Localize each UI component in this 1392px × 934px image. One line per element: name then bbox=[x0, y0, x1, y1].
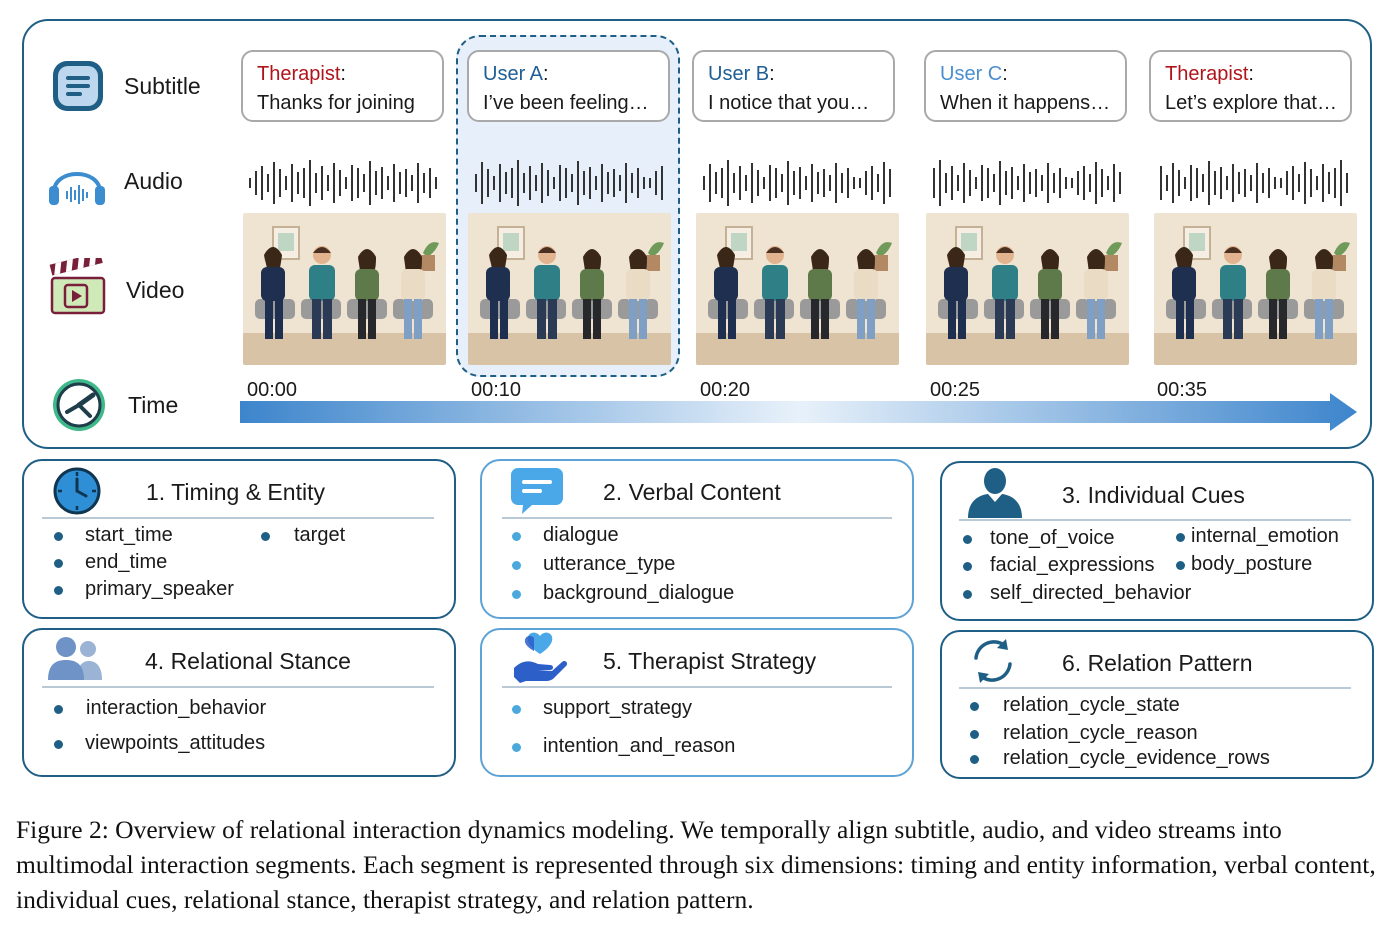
dimension-card-therapist-strategy bbox=[480, 628, 914, 777]
card-title: 2. Verbal Content bbox=[603, 479, 781, 505]
field-item: relation_cycle_reason bbox=[970, 722, 1198, 745]
chat-bubble-icon bbox=[510, 466, 564, 516]
headphones-icon bbox=[46, 158, 108, 208]
field-item: interaction_behavior bbox=[54, 697, 266, 720]
field-item: support_strategy bbox=[512, 697, 692, 720]
subtitle-icon bbox=[50, 58, 106, 114]
field-item: background_dialogue bbox=[512, 582, 734, 605]
colon: : bbox=[543, 63, 549, 85]
card-divider bbox=[959, 519, 1351, 521]
timestamp: 00:35 bbox=[1157, 379, 1208, 401]
subtitle-box: Therapist: Let’s explore that… bbox=[1149, 50, 1352, 122]
subtitle-box: User A: I’ve been feeling… bbox=[467, 50, 670, 122]
card-divider bbox=[502, 517, 892, 519]
field-item: dialogue bbox=[512, 524, 619, 547]
waveform-icon bbox=[475, 160, 663, 206]
person-icon bbox=[966, 466, 1024, 518]
speaker-name: Therapist bbox=[1165, 63, 1249, 85]
field-item: utterance_type bbox=[512, 553, 675, 576]
card-divider bbox=[502, 686, 892, 688]
card-title: 6. Relation Pattern bbox=[1062, 650, 1253, 676]
card-divider bbox=[959, 687, 1351, 689]
timestamp: 00:25 bbox=[930, 379, 981, 401]
clock-icon bbox=[50, 376, 108, 434]
waveform-icon bbox=[703, 160, 891, 206]
row-label-subtitle: Subtitle bbox=[124, 73, 201, 99]
timestamp: 00:10 bbox=[471, 379, 522, 401]
field-item: relation_cycle_state bbox=[970, 694, 1180, 717]
field-item: relation_cycle_evidence_rows bbox=[970, 747, 1270, 770]
dimension-card-verbal-content bbox=[480, 459, 914, 619]
subtitle-text: I’ve been feeling… bbox=[483, 92, 649, 114]
field-item: facial_expressions bbox=[963, 554, 1155, 577]
people-icon bbox=[44, 634, 104, 682]
waveform-icon bbox=[1160, 160, 1348, 206]
field-item: tone_of_voice bbox=[963, 527, 1115, 550]
colon: : bbox=[1248, 63, 1254, 85]
video-frame bbox=[926, 213, 1129, 365]
speaker-name: Therapist bbox=[257, 63, 341, 85]
alarm-clock-icon bbox=[52, 466, 102, 516]
subtitle-box: User B: I notice that you… bbox=[692, 50, 895, 122]
speaker-name: User A bbox=[483, 63, 544, 85]
field-item: body_posture bbox=[1176, 553, 1312, 576]
card-title: 5. Therapist Strategy bbox=[603, 648, 817, 674]
subtitle-box: Therapist: Thanks for joining bbox=[241, 50, 444, 122]
field-item: internal_emotion bbox=[1176, 525, 1339, 548]
time-arrow bbox=[240, 393, 1357, 431]
waveform-icon bbox=[933, 160, 1121, 206]
cycle-arrows-icon bbox=[968, 636, 1018, 686]
timestamp: 00:20 bbox=[700, 379, 751, 401]
field-item: target bbox=[261, 524, 345, 547]
subtitle-box: User C: When it happens… bbox=[924, 50, 1127, 122]
row-label-time: Time bbox=[128, 392, 179, 418]
subtitle-text: I notice that you… bbox=[708, 92, 870, 114]
heart-hand-icon bbox=[512, 630, 568, 684]
colon: : bbox=[340, 63, 346, 85]
subtitle-text: Thanks for joining bbox=[257, 92, 415, 114]
card-title: 3. Individual Cues bbox=[1062, 482, 1245, 508]
video-frame bbox=[1154, 213, 1357, 365]
field-item: start_time bbox=[54, 524, 173, 547]
dimension-card-relation-pattern bbox=[940, 630, 1374, 779]
card-title: 4. Relational Stance bbox=[145, 648, 351, 674]
card-divider bbox=[42, 686, 434, 688]
figure-caption: Figure 2: Overview of relational interac… bbox=[16, 815, 1376, 914]
video-frame bbox=[468, 213, 671, 365]
multimodal-timeline-panel bbox=[22, 19, 1372, 449]
speaker-name: User C bbox=[940, 63, 1003, 85]
card-divider bbox=[42, 517, 434, 519]
video-frame bbox=[696, 213, 899, 365]
speaker-name: User B bbox=[708, 63, 770, 85]
dimension-card-individual-cues bbox=[940, 461, 1374, 621]
row-label-video: Video bbox=[126, 277, 185, 303]
subtitle-text: When it happens… bbox=[940, 92, 1111, 114]
clapperboard-icon bbox=[48, 252, 108, 316]
field-item: intention_and_reason bbox=[512, 735, 735, 758]
subtitle-text: Let’s explore that… bbox=[1165, 92, 1337, 114]
card-title: 1. Timing & Entity bbox=[146, 479, 325, 505]
field-item: end_time bbox=[54, 551, 167, 574]
waveform-icon bbox=[249, 160, 437, 206]
field-item: self_directed_behavior bbox=[963, 582, 1191, 605]
row-label-audio: Audio bbox=[124, 168, 183, 194]
timestamp: 00:00 bbox=[247, 379, 298, 401]
field-item: primary_speaker bbox=[54, 578, 234, 601]
field-item: viewpoints_attitudes bbox=[54, 732, 265, 755]
colon: : bbox=[1002, 63, 1008, 85]
colon: : bbox=[769, 63, 775, 85]
video-frame bbox=[243, 213, 446, 365]
